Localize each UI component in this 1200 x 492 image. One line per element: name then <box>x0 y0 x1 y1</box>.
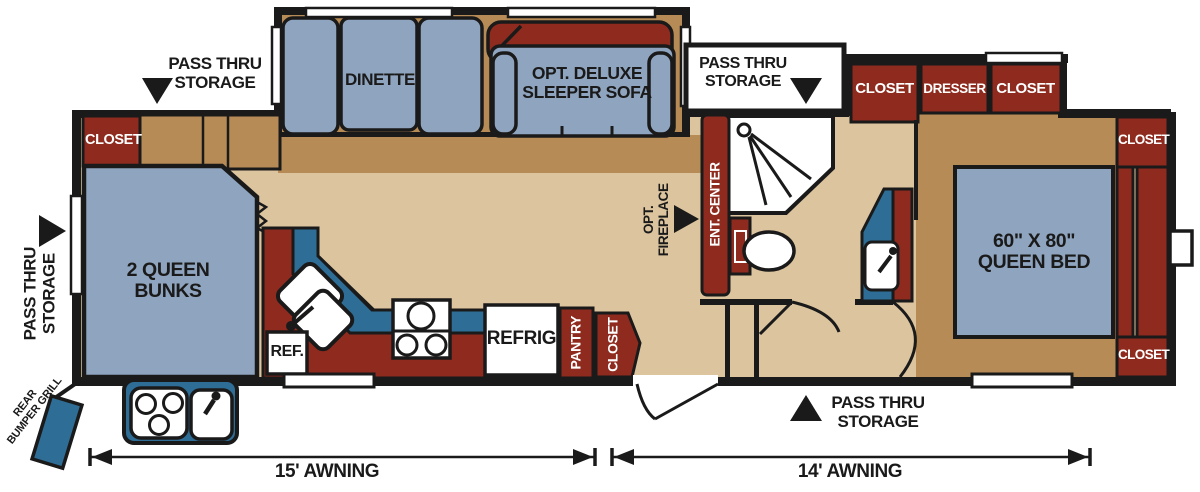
pantry <box>558 306 595 380</box>
queen-bed-label: 60" X 80" QUEEN BED <box>977 230 1091 274</box>
bedroom-closet-bottom <box>1115 335 1170 379</box>
outdoor-sink <box>189 388 234 441</box>
burner <box>424 333 448 357</box>
awning-14-line <box>610 448 1092 466</box>
kitchen-closet <box>594 311 642 379</box>
bedroom-steps <box>855 302 916 377</box>
window <box>282 372 376 389</box>
dinette-bench <box>417 16 484 136</box>
pantry-label: PANTRY <box>567 315 584 370</box>
ent-center-label: ENT. CENTER <box>707 162 723 247</box>
pass-thru-storage-label-bottom: PASS THRU STORAGE <box>831 393 925 431</box>
toilet <box>742 230 796 272</box>
bedside-cabinet <box>1135 165 1170 339</box>
window <box>506 6 657 19</box>
wardrobe-closet <box>849 62 920 124</box>
rear-bumper-grill <box>29 393 85 471</box>
window <box>984 51 1064 65</box>
awning-14-label: 14' AWNING <box>797 461 903 482</box>
entertainment-center <box>700 113 731 297</box>
pass-thru-storage-label-top-right: PASS THRU STORAGE <box>699 55 787 90</box>
bedroom-closet-top-label: CLOSET <box>1118 132 1170 147</box>
bedroom-closet-front-label: CLOSET <box>855 80 914 97</box>
sleeper-sofa-label: OPT. DELUXE SLEEPER SOFA <box>522 63 652 103</box>
accordion-door <box>254 200 269 235</box>
pass-thru-arrow-down <box>790 78 822 104</box>
pass-thru-arrow-up <box>790 395 822 421</box>
bedroom-steps-edge <box>892 300 917 378</box>
bedroom-divider <box>914 120 918 220</box>
fireplace-arrow-right <box>674 205 699 233</box>
dinette-bench <box>281 16 340 136</box>
bunk-cabinets <box>138 113 282 171</box>
dinette-label: DINETTE <box>345 70 415 89</box>
burner <box>395 333 419 357</box>
bathroom-door-swing <box>791 300 841 333</box>
slideout2-left-wall <box>844 54 853 116</box>
dinette-table <box>339 16 419 132</box>
pass-thru-arrow-right <box>39 215 66 247</box>
front-wall-door <box>1168 229 1194 267</box>
refrigerator <box>483 303 560 377</box>
wardrobe-closet <box>989 62 1063 115</box>
refrig-label: REFRIG <box>486 328 557 349</box>
window <box>970 372 1074 389</box>
ref-label: REF. <box>270 343 304 360</box>
pass-thru-arrow-down <box>142 78 173 104</box>
wall-stub <box>725 302 730 379</box>
top-wall-bedroom <box>1059 109 1171 118</box>
awning-15-label: 15' AWNING <box>274 461 380 482</box>
sleeper-sofa <box>489 44 676 138</box>
opt-fireplace-label: OPT. FIREPLACE <box>641 183 671 257</box>
slideout1-top-wall <box>274 7 690 15</box>
burner <box>148 414 170 436</box>
sofa-arm <box>647 51 674 136</box>
burner <box>135 393 157 415</box>
slideout1-opening-line <box>274 132 690 137</box>
shower-head-icon <box>736 122 752 138</box>
outdoor-faucet <box>211 391 221 401</box>
bedroom-closet-bottom-label: CLOSET <box>1118 347 1170 362</box>
dresser-label: DRESSER <box>923 81 986 96</box>
sofa-arm <box>491 51 518 136</box>
refrigerator-small <box>265 330 309 376</box>
pass-thru-storage-label-top-left: PASS THRU STORAGE <box>168 54 262 92</box>
bathroom-wall <box>700 299 792 305</box>
burner <box>406 301 436 331</box>
entry-door-swing <box>635 383 656 421</box>
window <box>270 25 283 106</box>
kitchen-closet-label: CLOSET <box>604 317 621 372</box>
pass-thru-storage-label-left: PASS THRU STORAGE <box>20 247 58 341</box>
bunk-closet-label: CLOSET <box>85 132 142 148</box>
wall-stub <box>754 302 759 379</box>
window <box>304 6 454 19</box>
bedside-cabinet <box>1115 165 1135 339</box>
entry-door-panel <box>654 382 719 421</box>
awning-15-line <box>88 448 597 466</box>
bedroom-closet-rear-label: CLOSET <box>996 80 1055 97</box>
queen-bunks-label: 2 QUEEN BUNKS <box>126 259 210 303</box>
bottom-wall <box>72 377 1176 386</box>
queen-bed <box>953 165 1115 339</box>
galley-floor-strip <box>278 135 706 173</box>
window <box>69 194 84 296</box>
dresser <box>919 62 990 115</box>
bathroom-door-panel <box>758 300 794 336</box>
burner <box>162 392 184 414</box>
queen-bunks <box>81 163 260 380</box>
slideout2-top-wall <box>844 54 1068 63</box>
vanity-faucet <box>889 247 897 255</box>
